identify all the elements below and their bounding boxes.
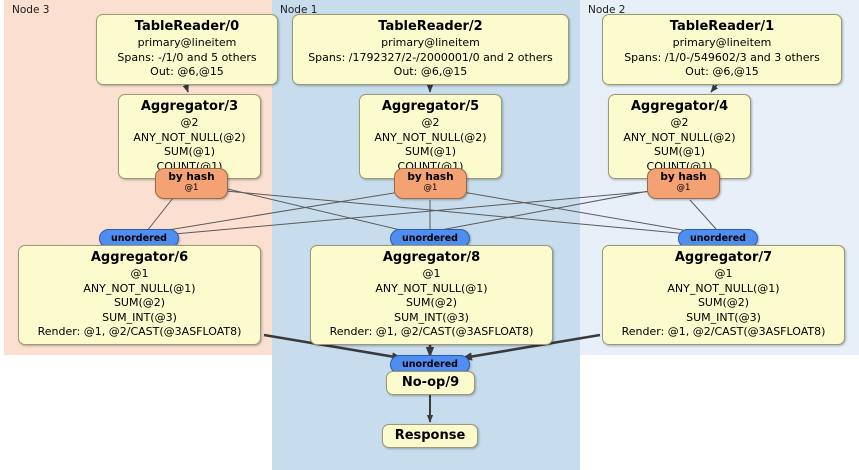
aggregator-6[interactable]: Aggregator/6 @1 ANY_NOT_NULL(@1) SUM(@2)…: [18, 245, 261, 345]
aggregator-5-agg-2: SUM(@1): [404, 145, 457, 158]
aggregator-4[interactable]: Aggregator/4 @2 ANY_NOT_NULL(@2) SUM(@1)…: [608, 94, 751, 179]
aggregator-4-title: Aggregator/4: [630, 99, 729, 114]
table-reader-1-source: primary@lineitem: [672, 36, 772, 49]
aggregator-8[interactable]: Aggregator/8 @1 ANY_NOT_NULL(@1) SUM(@2)…: [310, 245, 553, 345]
hash-router-label: by hash: [407, 171, 454, 183]
aggregator-6-title: Aggregator/6: [90, 250, 189, 265]
hash-router-column: @1: [184, 183, 199, 193]
aggregator-7-group: @1: [714, 267, 733, 280]
table-reader-0-title: TableReader/0: [134, 19, 240, 34]
aggregator-5-group: @2: [421, 116, 440, 129]
aggregator-3-agg-2: SUM(@1): [163, 145, 216, 158]
aggregator-7-title: Aggregator/7: [674, 250, 773, 265]
table-reader-2-source: primary@lineitem: [381, 36, 480, 49]
aggregator-4-agg-2: SUM(@1): [653, 145, 706, 158]
panel-node-1-label: Node 1: [280, 4, 318, 16]
aggregator-8-group: @1: [422, 267, 441, 280]
aggregator-3[interactable]: Aggregator/3 @2 ANY_NOT_NULL(@2) SUM(@1)…: [118, 94, 261, 179]
table-reader-0-spans: Spans: -/1/0 and 5 others: [117, 50, 257, 64]
aggregator-5-title: Aggregator/5: [381, 99, 480, 114]
aggregator-4-agg-1: ANY_NOT_NULL(@2): [623, 130, 736, 144]
aggregator-5-agg-1: ANY_NOT_NULL(@2): [374, 130, 487, 144]
table-reader-2-spans: Spans: /1792327/2-/2000001/0 and 2 other…: [308, 50, 553, 64]
response-node[interactable]: Response: [382, 424, 478, 448]
hash-router-aggregator-5[interactable]: by hash @1: [394, 168, 467, 199]
hash-router-aggregator-3[interactable]: by hash @1: [155, 168, 228, 199]
no-op-9[interactable]: No-op/9: [386, 371, 475, 395]
table-reader-0-source: primary@lineitem: [137, 36, 237, 49]
panel-node-3-label: Node 3: [12, 4, 50, 16]
aggregator-8-agg-3: SUM_INT(@3): [394, 310, 469, 324]
table-reader-2[interactable]: TableReader/2 primary@lineitem Spans: /1…: [292, 14, 569, 85]
aggregator-6-agg-1: ANY_NOT_NULL(@1): [83, 281, 196, 295]
aggregator-7-agg-3: SUM_INT(@3): [686, 310, 761, 324]
aggregator-8-agg-1: ANY_NOT_NULL(@1): [375, 281, 488, 295]
hash-router-column: @1: [423, 183, 438, 193]
aggregator-3-title: Aggregator/3: [140, 99, 239, 114]
aggregator-7[interactable]: Aggregator/7 @1 ANY_NOT_NULL(@1) SUM(@2)…: [602, 245, 845, 345]
no-op-9-title: No-op/9: [401, 375, 460, 390]
aggregator-6-render: Render: @1, @2/CAST(@3ASFLOAT8): [37, 325, 242, 338]
table-reader-1-spans: Spans: /1/0-/549602/3 and 3 others: [624, 50, 820, 64]
response-title: Response: [394, 428, 466, 443]
table-reader-0-out: Out: @6,@15: [150, 65, 224, 78]
hash-router-label: by hash: [168, 171, 215, 183]
aggregator-6-agg-3: SUM_INT(@3): [102, 310, 177, 324]
table-reader-1-title: TableReader/1: [669, 19, 775, 34]
aggregator-3-agg-1: ANY_NOT_NULL(@2): [133, 130, 246, 144]
aggregator-6-agg-2: SUM(@2): [113, 296, 166, 309]
table-reader-2-out: Out: @6,@15: [393, 65, 468, 78]
aggregator-4-group: @2: [670, 116, 689, 129]
hash-router-aggregator-4[interactable]: by hash @1: [647, 168, 720, 199]
aggregator-3-group: @2: [180, 116, 199, 129]
aggregator-7-render: Render: @1, @2/CAST(@3ASFLOAT8): [621, 325, 826, 338]
aggregator-8-render: Render: @1, @2/CAST(@3ASFLOAT8): [329, 325, 534, 338]
aggregator-6-group: @1: [130, 267, 149, 280]
table-reader-1[interactable]: TableReader/1 primary@lineitem Spans: /1…: [602, 14, 842, 85]
table-reader-1-out: Out: @6,@15: [685, 65, 759, 78]
panel-node-2-label: Node 2: [588, 4, 626, 16]
aggregator-5[interactable]: Aggregator/5 @2 ANY_NOT_NULL(@2) SUM(@1)…: [359, 94, 502, 179]
aggregator-7-agg-1: ANY_NOT_NULL(@1): [667, 281, 780, 295]
table-reader-0[interactable]: TableReader/0 primary@lineitem Spans: -/…: [96, 14, 278, 85]
unordered-synchronizer-aggregator-7[interactable]: unordered: [678, 229, 758, 248]
hash-router-label: by hash: [660, 171, 707, 183]
table-reader-2-title: TableReader/2: [378, 19, 483, 34]
hash-router-column: @1: [676, 183, 691, 193]
aggregator-8-agg-2: SUM(@2): [405, 296, 458, 309]
aggregator-8-title: Aggregator/8: [382, 250, 481, 265]
aggregator-7-agg-2: SUM(@2): [697, 296, 750, 309]
